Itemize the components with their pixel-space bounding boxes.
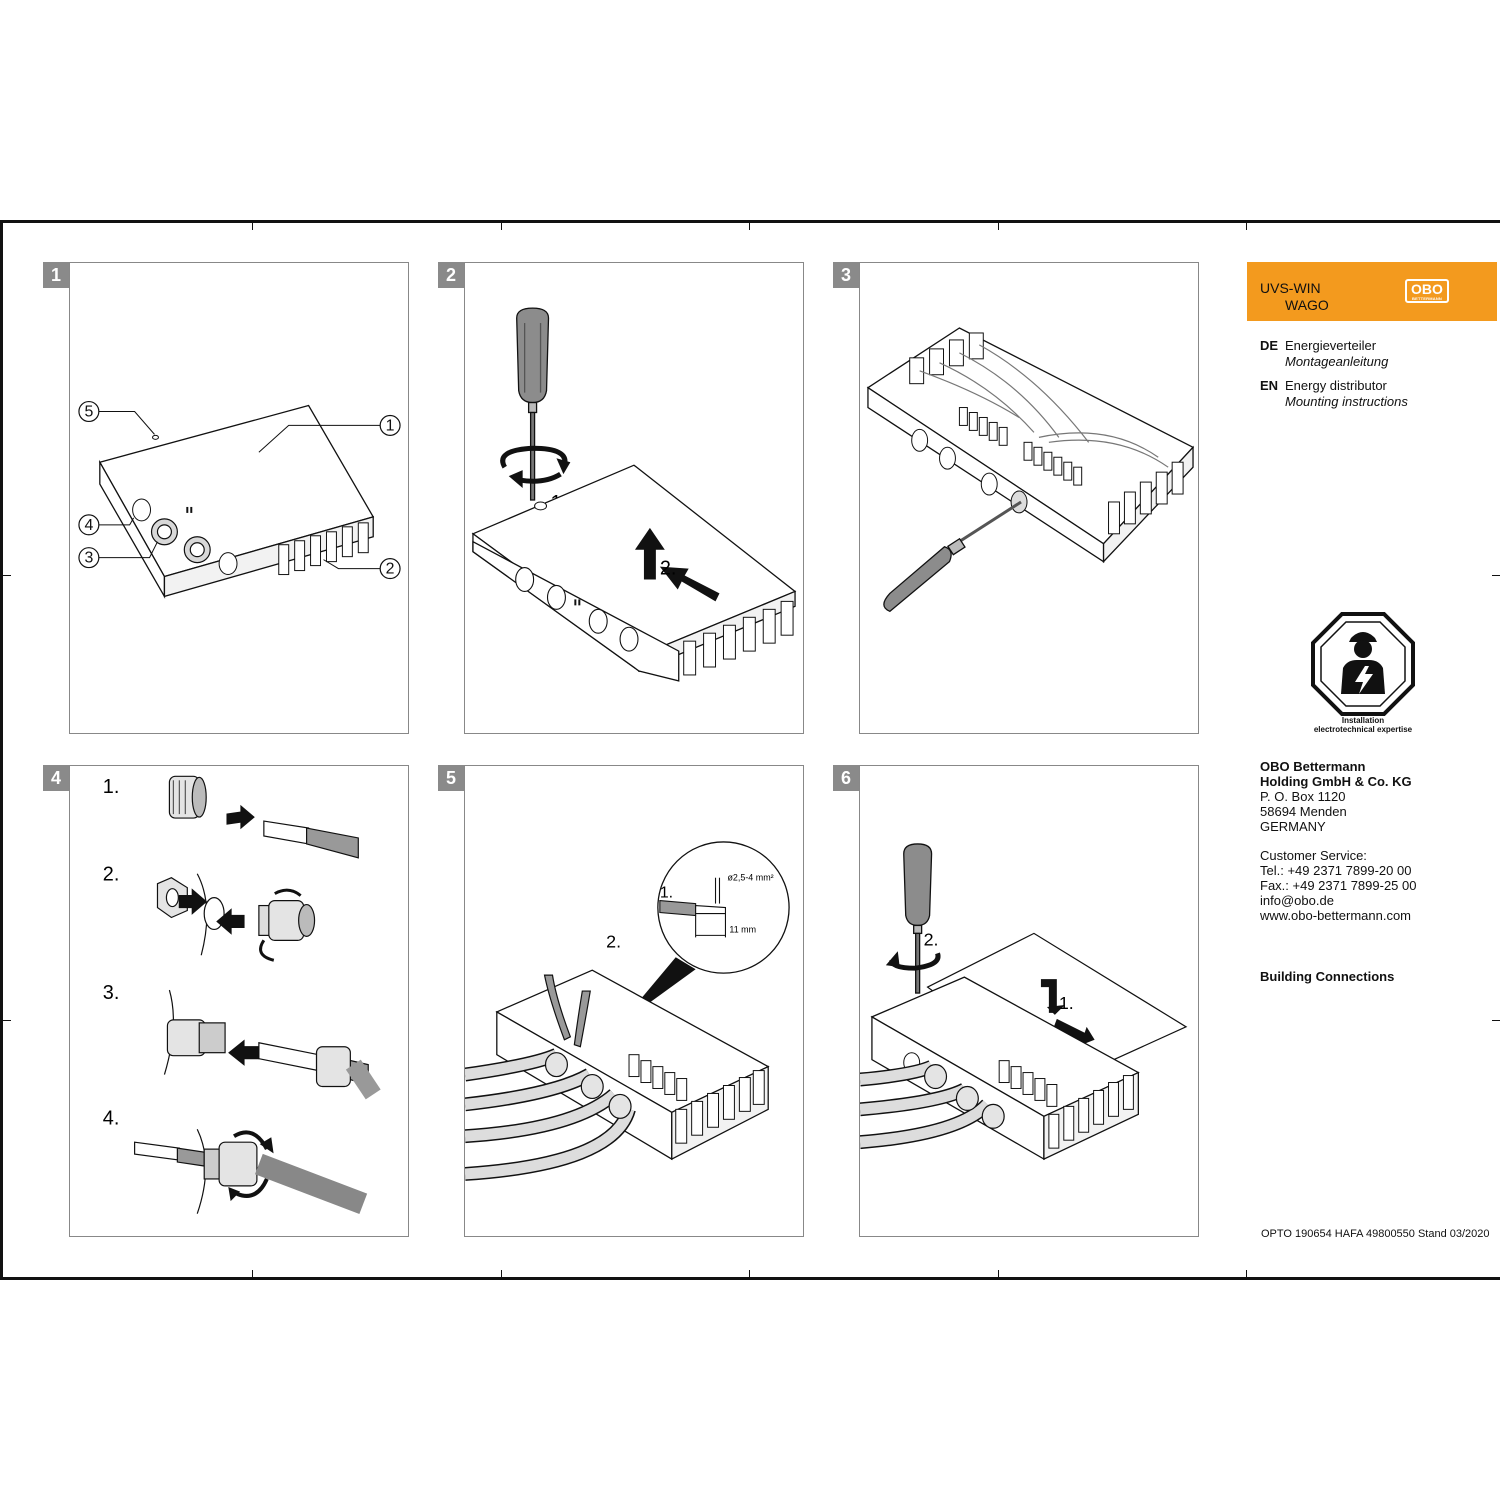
address-line1: P. O. Box 1120 — [1260, 789, 1346, 804]
language-subtitle: Mounting instructions — [1285, 394, 1408, 409]
language-code: EN — [1260, 378, 1279, 393]
crop-mark — [501, 222, 502, 230]
crop-mark — [1246, 1270, 1247, 1278]
product-variant: WAGO — [1285, 297, 1329, 313]
knockout-opening-illustration — [866, 327, 1195, 613]
panel-number-1: 1 — [43, 262, 69, 288]
logo-subtext: BETTERMANN — [1412, 295, 1442, 301]
strip-length: 11 mm — [729, 924, 756, 934]
brand-bar: UVS-WIN WAGO OBO BETTERMANN — [1247, 262, 1497, 321]
service-fax: Fax.: +49 2371 7899-25 00 — [1260, 878, 1417, 893]
step-panel-4: 1. 2. 3. 4. — [69, 765, 409, 1237]
crop-mark — [252, 222, 253, 230]
electrician-warning-icon — [1311, 612, 1415, 716]
warning-caption: Installation electrotechnical expertise — [1300, 716, 1426, 734]
crop-mark — [1246, 222, 1247, 230]
language-title: Energy distributor — [1285, 378, 1387, 393]
step-label-2: 2. — [660, 558, 677, 580]
service-email[interactable]: info@obo.de — [1260, 893, 1334, 908]
distributor-overview-illustration: 5 1 4 3 2 — [78, 400, 401, 599]
division-name: Building Connections — [1260, 969, 1395, 984]
gland-step-2: 2. — [103, 864, 120, 886]
lid-removal-illustration: 1. 2. — [471, 307, 797, 682]
step-label-1: 1. — [1059, 993, 1074, 1013]
step-label-2: 2. — [924, 929, 939, 949]
crop-mark — [998, 222, 999, 230]
company-name-line2: Holding GmbH & Co. KG — [1260, 774, 1412, 789]
step-panel-3 — [859, 262, 1199, 734]
logo-text: OBO — [1411, 280, 1443, 297]
wire-connection-illustration: 1. ø2,5-4 mm² 11 mm 2. — [465, 841, 790, 1181]
company-name-line1: OBO Bettermann — [1260, 759, 1366, 774]
product-name: UVS-WIN — [1260, 280, 1321, 296]
service-tel: Tel.: +49 2371 7899-20 00 — [1260, 863, 1412, 878]
callout-2: 2 — [386, 561, 395, 578]
panel-number-6: 6 — [833, 765, 859, 791]
instruction-sheet — [0, 220, 1500, 1280]
crop-mark — [3, 1020, 11, 1021]
service-heading: Customer Service: — [1260, 848, 1367, 863]
crop-mark — [1492, 1020, 1500, 1021]
panel-number-4: 4 — [43, 765, 69, 791]
conductor-diameter: ø2,5-4 mm² — [727, 873, 773, 883]
panel-number-2: 2 — [438, 262, 464, 288]
detail-step-1: 1. — [660, 885, 673, 902]
gland-step-4: 4. — [103, 1107, 120, 1129]
language-code: DE — [1260, 338, 1279, 353]
customer-service: Customer Service: Tel.: +49 2371 7899-20… — [1260, 848, 1416, 923]
language-title: Energieverteiler — [1285, 338, 1377, 353]
address-line2: 58694 Menden — [1260, 804, 1347, 819]
language-en: EN Energy distributor Mounting instructio… — [1260, 378, 1408, 409]
service-website[interactable]: www.obo-bettermann.com — [1260, 908, 1412, 923]
step-panel-2: 1. 2. — [464, 262, 804, 734]
step-panel-6: 2. 1. — [859, 765, 1199, 1237]
crop-mark — [501, 1270, 502, 1278]
step-label-2: 2. — [606, 931, 621, 951]
step-panel-1: 5 1 4 3 2 — [69, 262, 409, 734]
gland-step-3: 3. — [103, 982, 120, 1004]
crop-mark — [998, 1270, 999, 1278]
gland-step-1: 1. — [103, 776, 120, 798]
panel-number-3: 3 — [833, 262, 859, 288]
crop-mark — [749, 222, 750, 230]
crop-mark — [3, 575, 11, 576]
cable-gland-assembly-illustration: 1. 2. 3. 4. — [103, 775, 381, 1215]
step-panel-5: 1. ø2,5-4 mm² 11 mm 2. — [464, 765, 804, 1237]
crop-mark — [1492, 575, 1500, 576]
document-code: OPTO 190654 HAFA 49800550 Stand 03/2020 — [1261, 1228, 1490, 1240]
language-subtitle: Montageanleitung — [1285, 354, 1389, 369]
crop-mark — [749, 1270, 750, 1278]
address-line3: GERMANY — [1260, 819, 1326, 834]
warning-caption-line1: Installation — [1341, 716, 1385, 725]
callout-4: 4 — [84, 517, 93, 534]
warning-caption-line2: electrotechnical expertise — [1313, 725, 1413, 734]
crop-mark — [252, 1270, 253, 1278]
callout-5: 5 — [84, 403, 93, 420]
lid-closing-illustration: 2. 1. — [860, 843, 1188, 1161]
language-de: DE Energieverteiler Montageanleitung — [1260, 338, 1388, 369]
company-address: OBO Bettermann Holding GmbH & Co. KG P. … — [1260, 759, 1412, 834]
callout-3: 3 — [84, 550, 93, 567]
callout-1: 1 — [386, 417, 395, 434]
obo-logo: OBO BETTERMANN — [1405, 279, 1449, 303]
panel-number-5: 5 — [438, 765, 464, 791]
